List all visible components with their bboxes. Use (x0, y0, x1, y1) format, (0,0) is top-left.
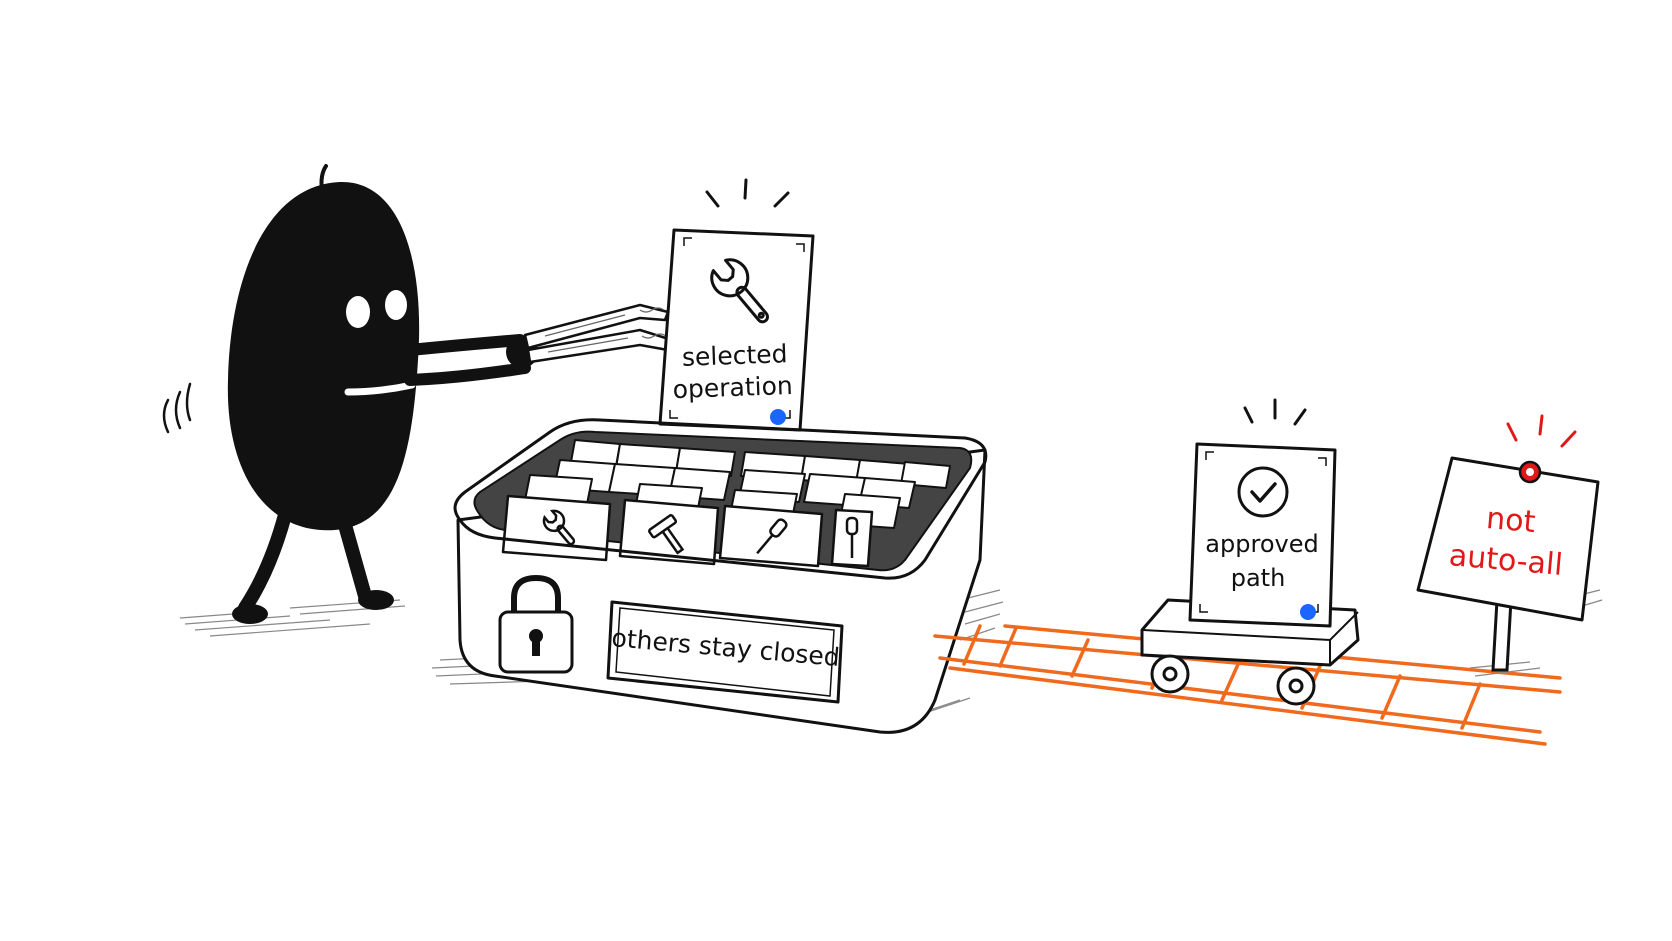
character-mouth (344, 381, 416, 396)
tool-box: others stay closed (431, 418, 1004, 734)
approved-card-label-line1: approved (1205, 530, 1318, 558)
padlock-icon (498, 574, 574, 674)
approved-path-card: approved path (1188, 398, 1337, 628)
box-card-hammer-icon (648, 514, 685, 555)
character-right-eye (385, 290, 407, 320)
character (162, 164, 538, 637)
character-lower-arm (404, 362, 531, 386)
box-card-wrench-icon (542, 509, 576, 546)
character-left-foot (232, 604, 268, 624)
selected-card-label-line2: operation (672, 371, 793, 404)
sign-label-line1: not (1485, 501, 1537, 540)
box-card-screwdriver-icon (756, 518, 788, 555)
tongs (523, 303, 674, 364)
wrench-icon (710, 258, 769, 324)
character-body (227, 181, 420, 531)
character-left-leg (238, 508, 292, 615)
checkmark-circle-icon (1237, 466, 1289, 518)
warning-sign: not auto-all (1416, 414, 1603, 677)
character-left-eye (346, 296, 370, 328)
sign-board (1416, 456, 1600, 622)
approved-card-dot (1300, 604, 1316, 620)
box-rim (453, 418, 988, 580)
box-label-plate: others stay closed (606, 600, 844, 704)
motion-marks (162, 382, 192, 434)
character-upper-arm (404, 334, 526, 356)
sign-post (1491, 598, 1513, 672)
character-right-foot (358, 590, 394, 610)
cart-wheels (1150, 654, 1316, 706)
selected-card-label-line1: selected (681, 339, 787, 372)
selected-card-dot (770, 409, 786, 425)
character-right-leg (338, 518, 372, 603)
approved-card-label-line2: path (1231, 564, 1286, 592)
character-shadow (179, 599, 406, 637)
selected-operation-card[interactable]: selected operation (658, 178, 815, 432)
tongs-upper-arm (523, 303, 670, 350)
box-card-screwdriver-icon-2 (845, 516, 859, 558)
